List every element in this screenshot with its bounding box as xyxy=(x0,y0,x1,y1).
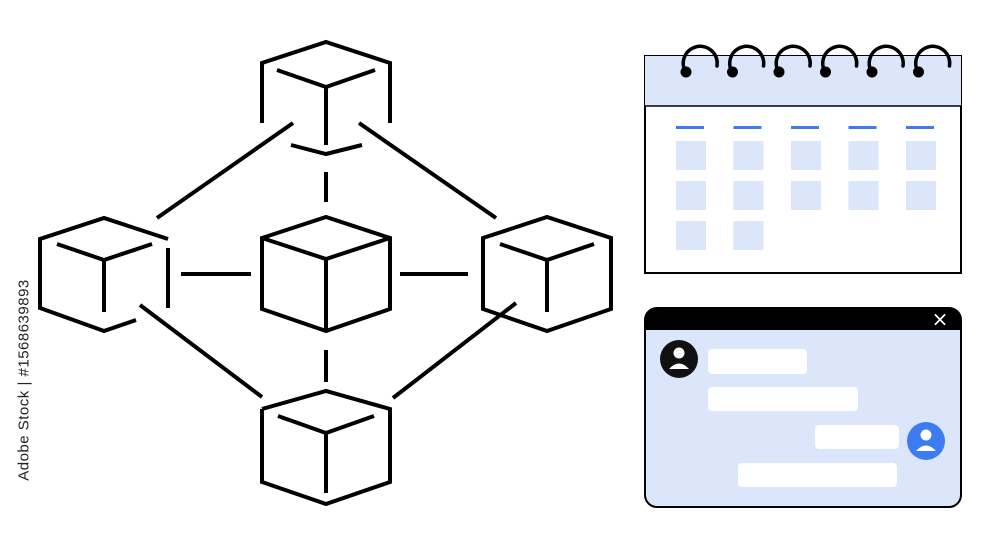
stock-id-text: Adobe Stock | #1568639893 xyxy=(15,279,33,481)
weekday-marker xyxy=(791,126,819,129)
user-avatar-icon xyxy=(907,422,945,460)
message-bubble xyxy=(708,349,807,374)
weekday-marker xyxy=(848,126,877,129)
calendar-day-cell xyxy=(676,221,706,250)
cube-right xyxy=(481,214,613,334)
calendar-day-cell xyxy=(848,141,879,170)
calendar-icon xyxy=(644,44,962,274)
cube-center xyxy=(260,214,392,334)
calendar-day-cell xyxy=(733,181,764,210)
connector-bottom-right xyxy=(391,301,518,400)
cube-left xyxy=(38,215,170,334)
message-bubble xyxy=(815,425,899,449)
calendar-day-cell xyxy=(906,141,936,170)
calendar-ring xyxy=(773,44,812,78)
message-bubble xyxy=(738,463,897,487)
calendar-day-cell xyxy=(791,181,821,210)
chat-window-icon: × xyxy=(644,307,962,508)
message-bubble xyxy=(708,387,858,411)
calendar-day-cell xyxy=(906,181,936,210)
user-avatar-icon xyxy=(660,340,698,378)
weekday-marker xyxy=(676,126,704,129)
calendar-ring xyxy=(913,44,952,78)
close-icon[interactable]: × xyxy=(932,307,949,331)
connector-top-left xyxy=(155,121,295,220)
calendar-ring xyxy=(680,44,719,78)
calendar-ring xyxy=(727,44,766,78)
calendar-day-cell xyxy=(848,181,879,210)
connector-bottom-left xyxy=(138,303,264,399)
calendar-day-cell xyxy=(733,141,764,170)
blockchain-network-icon xyxy=(38,39,613,507)
cube-bottom xyxy=(260,388,392,507)
weekday-marker xyxy=(733,126,762,129)
network-connectors xyxy=(138,121,518,400)
cube-top xyxy=(260,39,392,157)
calendar-ring xyxy=(866,44,905,78)
calendar-day-cell xyxy=(791,141,821,170)
calendar-rings xyxy=(680,44,952,78)
connector-top-right xyxy=(357,121,498,220)
weekday-marker xyxy=(906,126,934,129)
stock-id-watermark: Adobe Stock | #1568639893 xyxy=(14,279,34,481)
calendar-day-cell xyxy=(676,141,706,170)
calendar-day-cell xyxy=(733,221,764,250)
chat-window-titlebar xyxy=(645,308,961,330)
calendar-day-cell xyxy=(676,181,706,210)
calendar-header xyxy=(645,56,961,106)
calendar-grid xyxy=(676,126,936,250)
calendar-ring xyxy=(820,44,859,78)
